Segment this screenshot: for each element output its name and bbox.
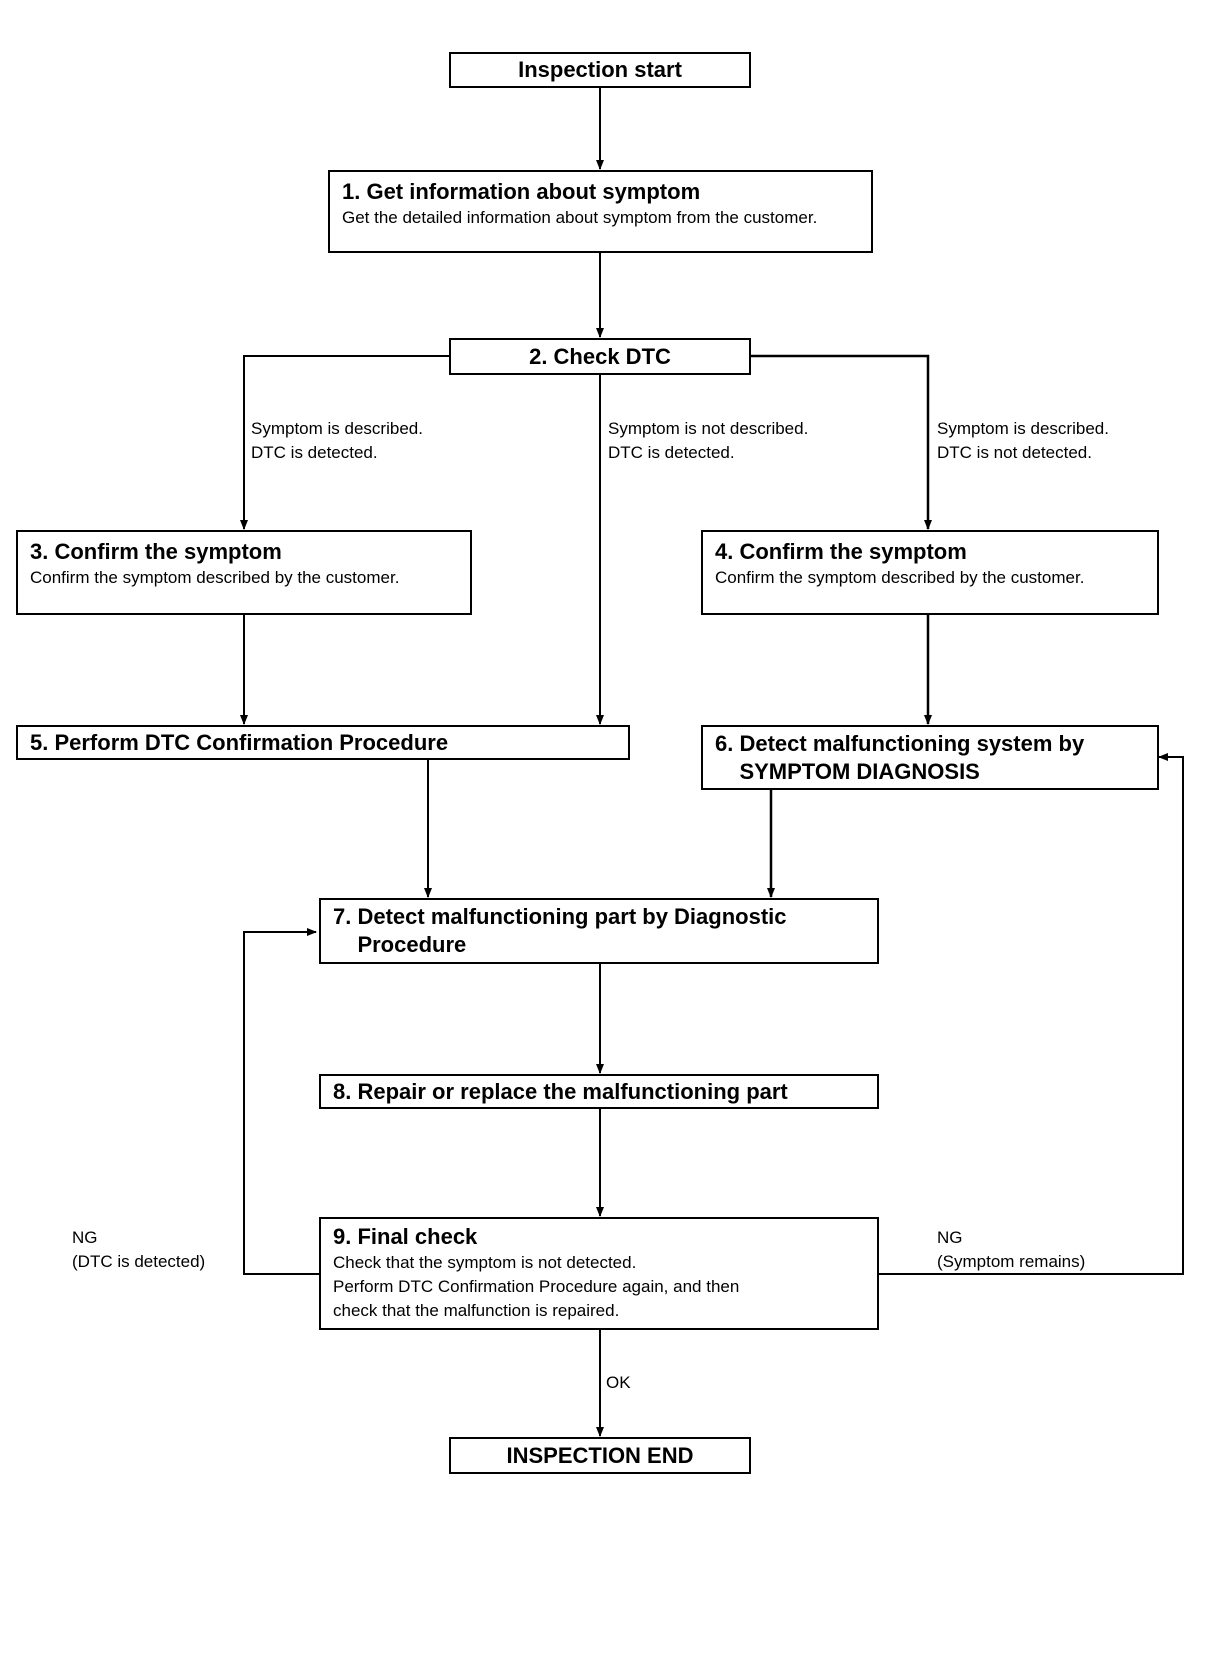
step3-title: 3. Confirm the symptom bbox=[30, 539, 282, 564]
step5-box: 5. Perform DTC Confirmation Procedure bbox=[16, 725, 630, 760]
step2-box: 2. Check DTC bbox=[449, 338, 751, 375]
step2-title: 2. Check DTC bbox=[529, 343, 671, 369]
arrow-step2-to-step4 bbox=[751, 354, 932, 530]
inspection-end-box: INSPECTION END bbox=[449, 1437, 751, 1474]
step7-title: 7. Detect malfunctioning part by Diagnos… bbox=[333, 904, 787, 957]
step8-box: 8. Repair or replace the malfunctioning … bbox=[319, 1074, 879, 1109]
step1-box: 1. Get information about symptom Get the… bbox=[328, 170, 873, 253]
step5-title: 5. Perform DTC Confirmation Procedure bbox=[30, 730, 449, 755]
step3-box: 3. Confirm the symptom Confirm the sympt… bbox=[16, 530, 472, 615]
branch-label-left: Symptom is described. DTC is detected. bbox=[251, 419, 423, 462]
inspection-start-box: Inspection start bbox=[449, 52, 751, 88]
ng-label-symptom-remains: NG (Symptom remains) bbox=[937, 1228, 1086, 1271]
step9-title: 9. Final check bbox=[333, 1224, 478, 1249]
ok-label: OK bbox=[606, 1373, 631, 1392]
arrow-step2-to-step3 bbox=[240, 355, 449, 530]
inspection-start-title: Inspection start bbox=[518, 57, 682, 82]
inspection-end-title: INSPECTION END bbox=[506, 1442, 694, 1468]
step8-title: 8. Repair or replace the malfunctioning … bbox=[333, 1079, 788, 1104]
step4-title: 4. Confirm the symptom bbox=[715, 539, 967, 564]
step9-box: 9. Final check Check that the symptom is… bbox=[319, 1217, 879, 1330]
step6-title: 6. Detect malfunctioning system by SYMPT… bbox=[715, 731, 1085, 784]
step4-box: 4. Confirm the symptom Confirm the sympt… bbox=[701, 530, 1159, 615]
step1-description: Get the detailed information about sympt… bbox=[342, 208, 818, 227]
step9-description: Check that the symptom is not detected. … bbox=[333, 1253, 740, 1320]
step7-box: 7. Detect malfunctioning part by Diagnos… bbox=[319, 898, 879, 964]
branch-label-right: Symptom is described. DTC is not detecte… bbox=[937, 419, 1109, 462]
branch-label-middle: Symptom is not described. DTC is detecte… bbox=[608, 419, 809, 462]
ng-label-dtc-detected: NG (DTC is detected) bbox=[72, 1228, 206, 1271]
step4-description: Confirm the symptom described by the cus… bbox=[715, 568, 1085, 587]
arrow-ng-step9-to-step6 bbox=[879, 753, 1184, 1275]
step6-box: 6. Detect malfunctioning system by SYMPT… bbox=[701, 725, 1159, 790]
step3-description: Confirm the symptom described by the cus… bbox=[30, 568, 400, 587]
step1-title: 1. Get information about symptom bbox=[342, 179, 701, 204]
arrow-ng-step9-to-step7 bbox=[243, 928, 319, 1275]
